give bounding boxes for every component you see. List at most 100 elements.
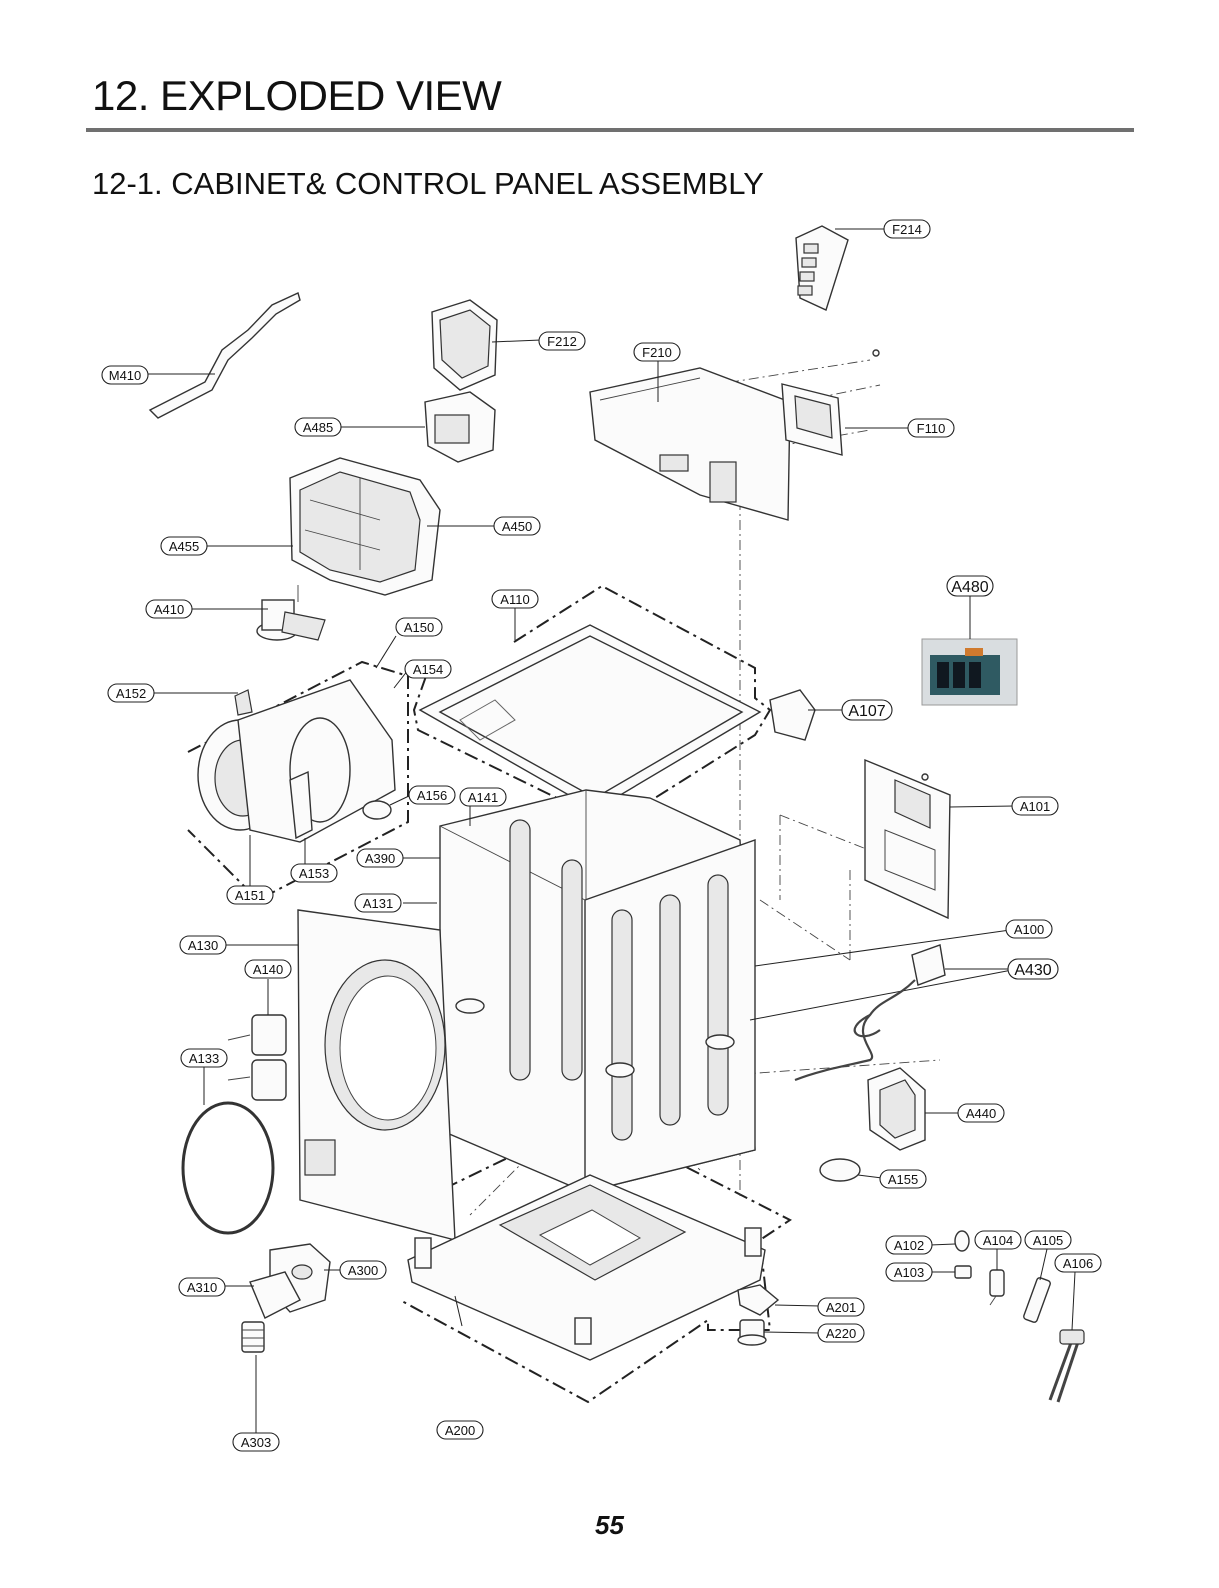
svg-text:A151: A151 xyxy=(235,888,265,903)
small-box-part xyxy=(424,391,496,463)
svg-text:A110: A110 xyxy=(500,592,529,607)
power-cord-part xyxy=(794,944,946,1082)
label-A130: A130 xyxy=(179,935,227,955)
a107-bracket-part xyxy=(769,689,816,741)
label-A141: A141 xyxy=(459,787,507,807)
svg-text:A154: A154 xyxy=(413,662,443,677)
top-cover-part xyxy=(418,624,762,811)
svg-text:A480: A480 xyxy=(951,579,988,596)
svg-text:A303: A303 xyxy=(241,1435,271,1450)
label-A131: A131 xyxy=(354,893,402,913)
svg-text:A140: A140 xyxy=(253,962,283,977)
label-A140: A140 xyxy=(244,959,292,979)
label-A410: A410 xyxy=(145,599,193,619)
svg-text:F210: F210 xyxy=(642,345,672,360)
svg-text:A106: A106 xyxy=(1063,1256,1093,1271)
dispenser-frame-part xyxy=(431,299,498,391)
svg-text:A310: A310 xyxy=(187,1280,217,1295)
label-A153: A153 xyxy=(290,863,338,883)
inlet-assembly-part xyxy=(289,457,441,596)
svg-text:A100: A100 xyxy=(1014,922,1044,937)
label-A201: A201 xyxy=(817,1297,865,1317)
label-A156: A156 xyxy=(408,785,456,805)
label-A152: A152 xyxy=(107,683,155,703)
page-title: 12. EXPLODED VIEW xyxy=(92,72,502,119)
section-title: 12-1. CABINET& CONTROL PANEL ASSEMBLY xyxy=(92,166,764,201)
svg-text:A201: A201 xyxy=(826,1300,856,1315)
svg-text:F212: F212 xyxy=(547,334,577,349)
label-A300: A300 xyxy=(339,1260,387,1280)
svg-text:A440: A440 xyxy=(966,1106,996,1121)
svg-text:A133: A133 xyxy=(189,1051,219,1066)
a480-photo-part xyxy=(921,638,1018,706)
svg-text:A300: A300 xyxy=(348,1263,378,1278)
svg-text:A200: A200 xyxy=(445,1423,475,1438)
svg-text:A430: A430 xyxy=(1014,962,1051,979)
svg-text:A455: A455 xyxy=(169,539,199,554)
label-A480: A480 xyxy=(946,575,994,597)
label-A455: A455 xyxy=(160,536,208,556)
svg-text:F214: F214 xyxy=(892,222,922,237)
small-parts-group xyxy=(954,1230,1085,1403)
label-A133: A133 xyxy=(180,1048,228,1068)
svg-text:A153: A153 xyxy=(299,866,329,881)
label-A102: A102 xyxy=(885,1235,933,1255)
svg-text:F110: F110 xyxy=(917,421,946,436)
svg-text:M410: M410 xyxy=(109,368,142,383)
svg-text:A155: A155 xyxy=(888,1172,918,1187)
back-panel-part xyxy=(864,758,951,920)
label-A151: A151 xyxy=(226,885,274,905)
svg-text:A410: A410 xyxy=(154,602,184,617)
svg-text:A104: A104 xyxy=(983,1233,1013,1248)
svg-text:A131: A131 xyxy=(363,896,393,911)
label-M410: M410 xyxy=(101,365,149,385)
label-A485: A485 xyxy=(294,417,342,437)
label-A310: A310 xyxy=(178,1277,226,1297)
hinge-part xyxy=(227,1014,287,1101)
label-A105: A105 xyxy=(1024,1230,1072,1250)
label-A220: A220 xyxy=(817,1323,865,1343)
cabinet-body-part xyxy=(439,789,756,1193)
label-F210: F210 xyxy=(633,342,681,362)
svg-text:A103: A103 xyxy=(894,1265,924,1280)
title-rule xyxy=(86,128,1134,132)
svg-text:A390: A390 xyxy=(365,851,395,866)
label-A100: A100 xyxy=(1005,919,1053,939)
svg-text:A450: A450 xyxy=(502,519,532,534)
svg-text:A105: A105 xyxy=(1033,1233,1063,1248)
label-A150: A150 xyxy=(395,617,443,637)
pressure-switch-part xyxy=(256,585,326,641)
svg-text:A156: A156 xyxy=(417,788,447,803)
svg-text:A141: A141 xyxy=(468,790,498,805)
label-A303: A303 xyxy=(232,1432,280,1452)
leveling-feet-part xyxy=(737,1284,780,1346)
a155-part xyxy=(819,1158,861,1182)
label-A440: A440 xyxy=(957,1103,1005,1123)
label-A107: A107 xyxy=(841,699,893,721)
label-A155: A155 xyxy=(879,1169,927,1189)
svg-text:A101: A101 xyxy=(1020,799,1050,814)
group-outline-cabinet-top xyxy=(412,584,772,827)
svg-text:A107: A107 xyxy=(848,703,885,720)
label-A430: A430 xyxy=(1007,958,1059,980)
label-A104: A104 xyxy=(974,1230,1022,1250)
svg-text:A220: A220 xyxy=(826,1326,856,1341)
svg-text:A485: A485 xyxy=(303,420,333,435)
pcb-part xyxy=(781,349,880,456)
label-A450: A450 xyxy=(493,516,541,536)
svg-text:A150: A150 xyxy=(404,620,434,635)
svg-text:A152: A152 xyxy=(116,686,146,701)
svg-text:A130: A130 xyxy=(188,938,218,953)
label-A390: A390 xyxy=(356,848,404,868)
svg-text:A102: A102 xyxy=(894,1238,924,1253)
front-panel-part xyxy=(297,909,456,1241)
drain-cap-part xyxy=(241,1321,265,1353)
control-panel-part xyxy=(589,367,791,521)
door-assembly-part xyxy=(197,679,396,843)
base-part xyxy=(407,1174,766,1361)
label-F212: F212 xyxy=(538,331,586,351)
knob-strip-part xyxy=(795,225,849,311)
label-F110: F110 xyxy=(907,418,955,438)
door-gasket-ring-part xyxy=(181,1101,275,1235)
